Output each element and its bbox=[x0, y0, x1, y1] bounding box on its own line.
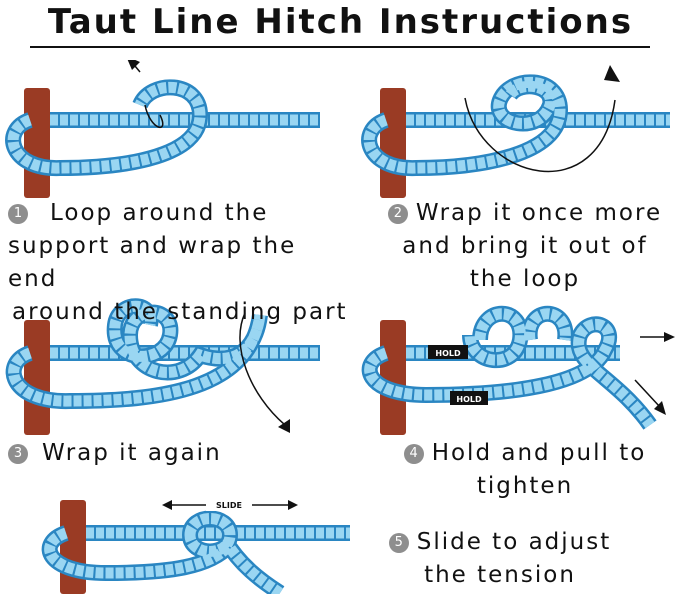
step-5-illustration: SLIDE bbox=[41, 499, 350, 594]
step-4-number: 4 bbox=[403, 444, 424, 464]
wooden-post bbox=[380, 88, 406, 198]
step-2-number: 2 bbox=[387, 204, 408, 224]
direction-arrow bbox=[144, 104, 164, 129]
slide-label: SLIDE bbox=[216, 501, 242, 510]
step-1-number: 1 bbox=[8, 204, 28, 224]
step-1-illustration bbox=[5, 60, 320, 198]
hold-label-top-bg bbox=[428, 345, 468, 359]
wooden-post bbox=[60, 500, 86, 594]
hold-label-top: HOLD bbox=[435, 349, 461, 358]
page-title: Taut Line Hitch Instructions bbox=[47, 2, 634, 42]
step-2-illustration bbox=[361, 65, 670, 198]
step-3-illustration bbox=[5, 298, 320, 435]
step-3-number: 3 bbox=[8, 444, 28, 464]
wooden-post bbox=[24, 88, 50, 198]
wooden-post bbox=[380, 320, 406, 435]
step-5-number: 5 bbox=[388, 533, 409, 553]
hold-label-bottom-bg bbox=[450, 391, 488, 405]
step-4-illustration: HOLD HOLD bbox=[361, 305, 675, 435]
hold-label-bottom: HOLD bbox=[456, 395, 482, 404]
direction-arrow bbox=[239, 312, 286, 426]
title-underline bbox=[30, 46, 650, 48]
pull-arrow-down bbox=[634, 379, 661, 408]
direction-arrow bbox=[464, 97, 616, 173]
wooden-post bbox=[24, 320, 50, 435]
